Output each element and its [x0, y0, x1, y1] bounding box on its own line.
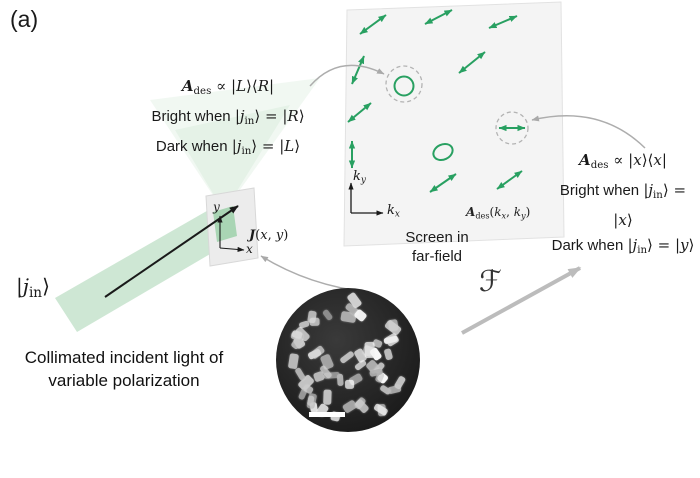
- incident-light-caption-line2: variable polarization: [48, 371, 200, 390]
- nanopillar: [321, 309, 333, 322]
- incident-light-caption: Collimated incident light of variable po…: [6, 346, 242, 392]
- annotation-right-line1: Ades ∝ |x⟩⟨x|: [579, 151, 667, 171]
- polarization-arrow: [496, 170, 523, 190]
- metasurface-axes: [217, 215, 245, 253]
- right-annotation-pointer-arrow: [531, 115, 646, 149]
- fourier-transform-symbol: ℱ: [479, 264, 502, 298]
- annotation-left: Ades ∝ |L⟩⟨R| Bright when |jin⟩ = |R⟩ Da…: [126, 74, 330, 164]
- fourier-transform-arrow: [461, 266, 582, 335]
- nanopillar: [384, 332, 401, 347]
- ades-function-label: Ades(kx, ky): [466, 205, 531, 221]
- nanopillar: [364, 342, 375, 358]
- circular-polarization-mark: [393, 75, 415, 97]
- elliptical-polarization-mark: [432, 142, 454, 162]
- input-polarization-label: |jin⟩: [16, 274, 50, 301]
- annotation-right: Ades ∝ |x⟩⟨x| Bright when |jin⟩ = |x⟩ Da…: [548, 148, 698, 263]
- beam-propagation-arrow: [104, 205, 239, 298]
- dashed-highlight-circle-left: [385, 65, 423, 103]
- nanopillar: [298, 320, 310, 330]
- scale-bar: [309, 412, 345, 417]
- diverging-beam-glow: [150, 78, 320, 212]
- polarization-field: [347, 9, 526, 193]
- nanopillar: [309, 317, 320, 326]
- polarization-arrow: [458, 51, 486, 74]
- nanopillar: [384, 347, 394, 361]
- annotation-right-line3: Dark when |jin⟩ = |y⟩: [551, 235, 695, 256]
- screen-caption: Screen in far-field: [374, 228, 500, 266]
- nanopillar: [354, 398, 370, 414]
- sem-image: [276, 288, 420, 432]
- polarization-arrow: [347, 102, 372, 123]
- polarization-arrow: [351, 55, 365, 85]
- nanopillar: [338, 350, 355, 365]
- left-annotation-pointer-arrow: [309, 64, 385, 87]
- kx-axis-label: kx: [387, 203, 400, 220]
- diverging-beam-outer: [150, 78, 320, 212]
- nanopillar: [344, 379, 354, 390]
- screen-caption-line2: far-field: [411, 248, 463, 265]
- polarization-arrow: [429, 173, 457, 193]
- far-field-screen: [343, 1, 565, 247]
- metasurface-y-axis-label: y: [213, 200, 220, 214]
- annotation-left-line3: Dark when |jin⟩ = |L⟩: [155, 136, 301, 157]
- metasurface-x-axis: [219, 246, 245, 253]
- nanopillar: [322, 389, 332, 405]
- annotation-left-line2: Bright when |jin⟩ = |R⟩: [151, 106, 305, 127]
- jones-matrix-label: J(x, y): [249, 228, 289, 243]
- polarization-arrow: [424, 9, 453, 25]
- k-space-axes: [348, 182, 384, 216]
- incident-light-caption-line1: Collimated incident light of: [24, 348, 224, 367]
- polarization-arrow: [359, 14, 387, 35]
- annotation-left-line1: Ades ∝ |L⟩⟨R|: [181, 77, 275, 97]
- nanopillar: [354, 359, 367, 371]
- beam-footprint: [213, 206, 237, 242]
- screen-caption-line1: Screen in: [405, 229, 469, 246]
- ky-axis-label: ky: [353, 169, 366, 186]
- dashed-highlight-circle-right: [495, 111, 529, 145]
- annotation-right-line2: Bright when |jin⟩ = |x⟩: [559, 180, 687, 229]
- diverging-beam-inner: [175, 105, 290, 212]
- panel-label: (a): [10, 6, 39, 32]
- metasurface-x-axis-label: x: [246, 242, 253, 256]
- nanopillar: [388, 319, 399, 332]
- polarization-arrow: [488, 15, 518, 29]
- sem-to-metasurface-arrow: [260, 255, 369, 293]
